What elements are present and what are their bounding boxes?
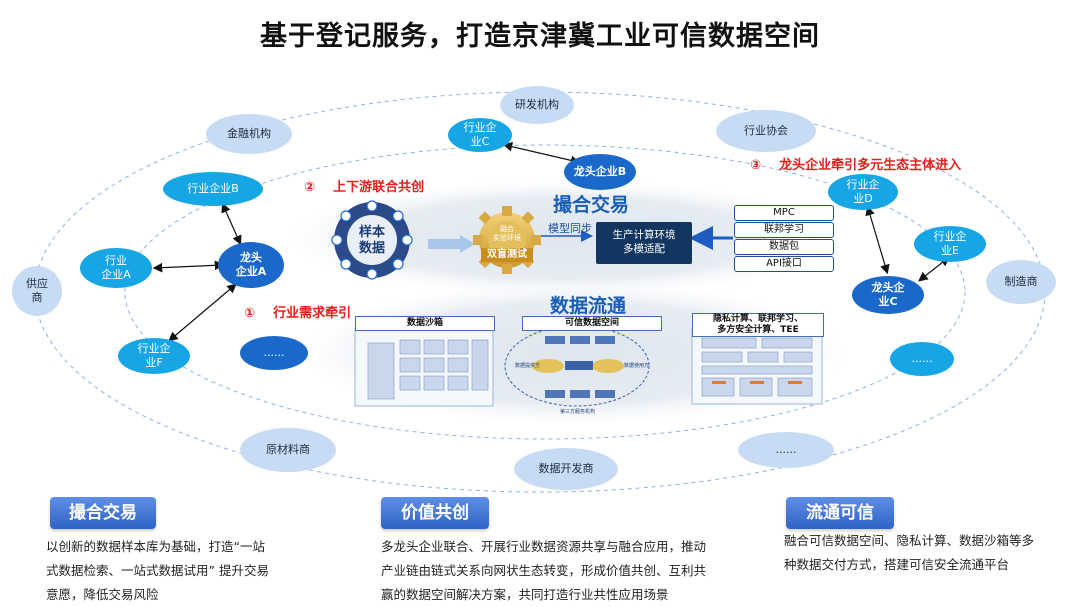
callout-2: ② 上下游联合共创 [304,180,425,195]
matching-panel-bg [290,180,840,296]
node-longtou-a: 龙头 企业A [218,242,284,288]
panel-privacy-title: 隐私计算、联邦学习、 多方安全计算、TEE [692,313,824,337]
node-qiye-d: 行业企 业D [828,174,898,210]
sample-data-label: 样本 数据 [348,225,396,257]
matching-title: 撮合交易 [553,194,630,216]
tag-mpc: MPC [734,205,834,221]
node-label: 行业 企业A [101,254,131,281]
node-dots-left: ...... [240,336,308,370]
node-dots-right: ...... [890,342,954,376]
node-label: 研发机构 [515,98,559,111]
node-longtou-c: 龙头企 业C [852,276,924,314]
env-line-2: 多模适配 [623,243,665,255]
gear-small-label: 融合 实验环境 [493,225,521,242]
node-label: 行业企 业C [463,121,497,148]
node-qiye-e: 行业企 业E [914,226,986,262]
panel2-left-label: 数据提供方 [515,363,541,369]
node-qiye-c: 行业企 业C [448,118,512,152]
callout-1: ① 行业需求牵引 [244,306,352,321]
desc-matching: 以创新的数据样本库为基础，打造“一站 式数据检索、一站式数据试用” 提升交易 意… [46,539,269,602]
tag-datapack: 数据包 [734,239,834,255]
node-label: 龙头 企业A [235,251,267,278]
sample-line-1: 样本 [358,225,385,240]
node-label: 金融机构 [227,127,271,140]
desc-value: 多龙头企业联合、开展行业数据资源共享与融合应用，推动 产业链由链式关系向网状生态… [381,539,707,602]
node-jinrong: 金融机构 [206,114,292,154]
btn-value[interactable]: 价值共创 [381,497,489,529]
node-qiye-b: 行业企业B [163,172,263,206]
node-dots-bottom: ...... [738,432,834,468]
node-kaifa: 数据开发商 [514,448,618,490]
panel2-right-label: 数据使用方 [624,363,650,369]
env-box [596,222,692,264]
panel-trusted-title: 可信数据空间 [522,316,662,331]
node-label: ...... [263,346,285,359]
page-title: 基于登记服务，打造京津冀工业可信数据空间 [260,21,820,52]
panel-sandbox-title: 数据沙箱 [355,316,495,331]
node-zhizao: 制造商 [986,260,1056,304]
node-label: ...... [775,443,797,456]
node-label: 龙头企 业C [871,281,905,308]
desc-flow: 融合可信数据空间、隐私计算、数据沙箱等多 种数据交付方式，搭建可信安全流通平台 [784,533,1035,572]
panel2-sub-label: 第三方服务机构 [560,409,596,415]
node-label: 行业协会 [744,124,788,137]
tag-api: API接口 [734,256,834,272]
node-gongying: 供应 商 [12,266,62,316]
node-qiye-f: 行业企 业F [118,338,190,374]
node-xiehui: 行业协会 [716,110,816,152]
node-label: 龙头企业B [573,165,627,178]
node-longtou-b: 龙头企业B [564,154,636,190]
env-label: 生产计算环境 多模适配 [596,228,692,256]
flow-title: 数据流通 [550,295,627,317]
node-label: 行业企 业E [933,230,967,257]
node-label: 行业企 业F [137,342,171,369]
double-blind-label: 双盲测试 [481,248,533,262]
tag-federated: 联邦学习 [734,222,834,238]
node-yanfa: 研发机构 [500,86,574,124]
node-yuancailiao: 原材料商 [240,428,336,472]
btn-flow[interactable]: 流通可信 [786,497,894,529]
node-label: 原材料商 [266,443,310,456]
btn-matching[interactable]: 撮合交易 [50,497,156,529]
node-qiye-a: 行业 企业A [80,248,152,288]
inner-orbit [124,144,966,440]
sample-line-2: 数据 [358,241,385,256]
callout-3: ③ 龙头企业牵引多元生态主体进入 [750,158,962,173]
node-label: 数据开发商 [538,462,594,475]
node-label: 行业企 业D [846,178,880,205]
node-label: 行业企业B [187,182,239,195]
env-line-1: 生产计算环境 [612,229,676,241]
model-sync-label: 模型同步 [548,222,592,235]
node-label: 制造商 [1004,275,1038,288]
node-label: 供应 商 [26,277,48,304]
node-label: ...... [911,352,933,365]
